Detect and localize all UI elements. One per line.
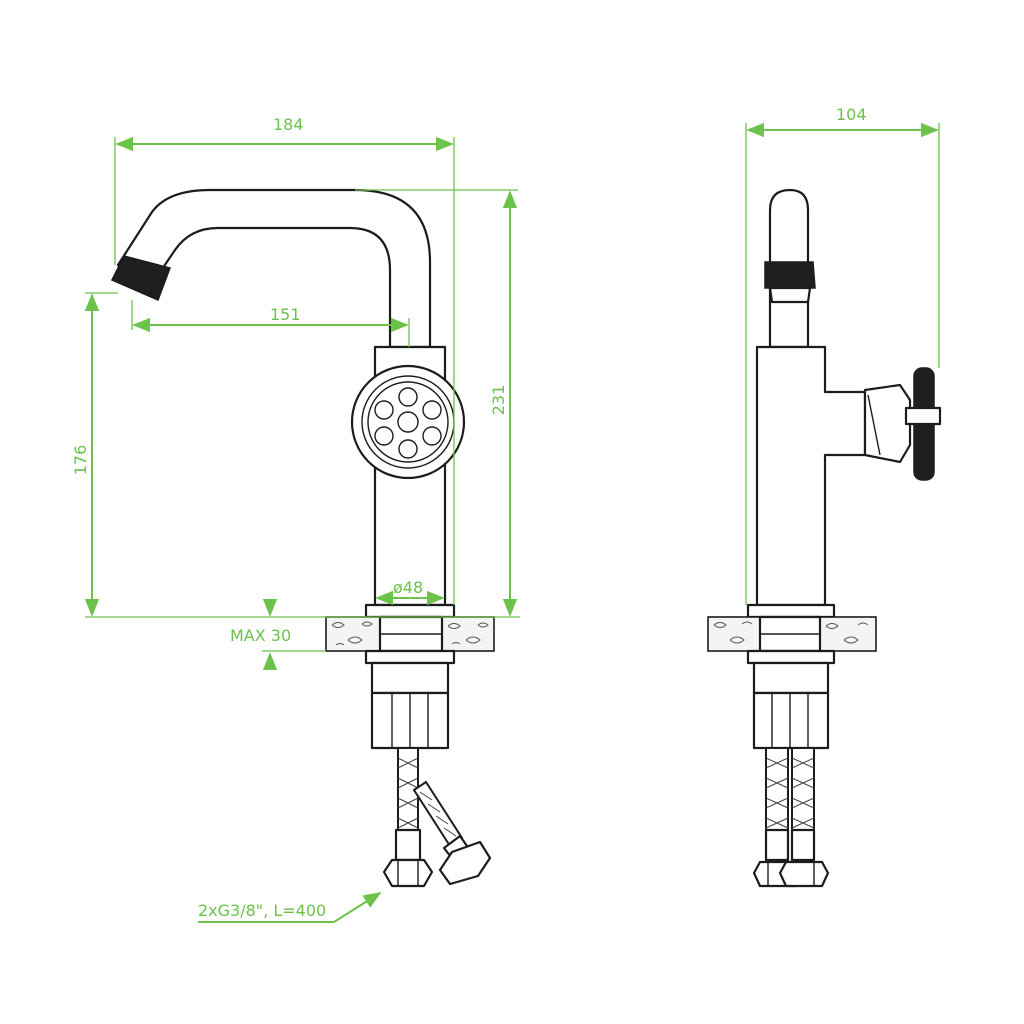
hose-leader-line [333,892,382,923]
handle-wheel [350,364,466,480]
dim-label-max30: MAX 30 [230,626,291,645]
dim-label-d48: ø48 [393,578,423,597]
side-mounting-nut [752,691,830,750]
countertop-section [325,616,495,652]
side-body [755,345,867,607]
side-view [707,188,942,888]
supply-hoses [382,747,492,888]
dim-label-176: 176 [71,445,90,476]
front-view [110,188,495,888]
dim-label-184: 184 [273,115,304,134]
dimension-lines: 184 151 176 231 ø48 MAX 30 2xG3/8", L=40… [71,105,940,923]
dim-label-231: 231 [489,385,508,416]
side-aerator [764,261,816,289]
base-flange [364,603,456,619]
dim-label-151: 151 [270,305,301,324]
aerator [110,255,171,302]
side-supply-hoses [752,747,830,888]
hose-spec-label: 2xG3/8", L=400 [198,901,326,920]
dim-label-104: 104 [836,105,867,124]
spout-tube [116,188,432,349]
